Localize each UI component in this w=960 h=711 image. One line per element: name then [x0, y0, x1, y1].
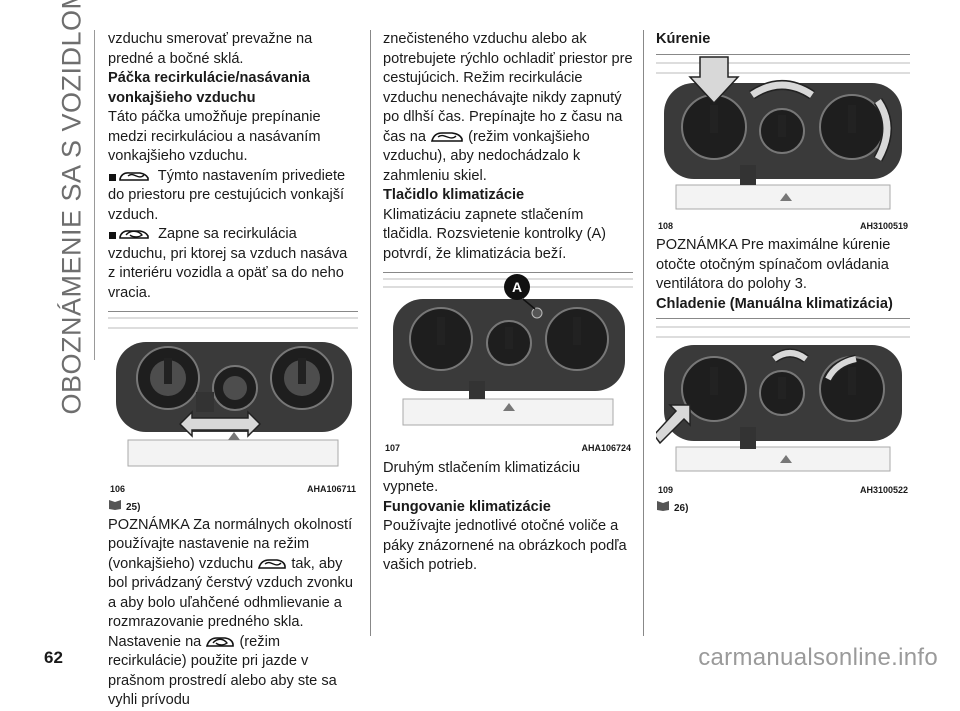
figure-number: 106	[110, 484, 126, 494]
car-outside-air-icon	[108, 169, 154, 183]
page-number: 62	[44, 648, 63, 667]
figure-code: AHA106711	[306, 484, 356, 494]
heading-ac-operation: Fungovanie klimatizácie	[383, 498, 551, 515]
column-2: znečisteného vzduchu alebo ak potrebujet…	[383, 30, 633, 576]
figure-number: 108	[658, 220, 674, 231]
climate-panel-illustration-109	[653, 326, 910, 472]
figure-107: A	[383, 272, 633, 437]
paragraph-recirculation: Zapne sa recirkulácia vzduchu, pri ktore…	[108, 226, 348, 301]
climate-panel-illustration-107: A	[383, 274, 633, 426]
heading-cooling: Chladenie (Manuálna klimatizácia)	[656, 295, 893, 312]
figure-108	[656, 53, 910, 215]
paragraph: vzduchu smerovať prevažne na predné a bo…	[108, 31, 313, 67]
note-paragraph-continued: Nastavenie na (režim recirkulácie) použi…	[108, 633, 337, 709]
chapter-title: OBOZNÁMENIE SA S VOZIDLOM	[56, 0, 87, 415]
car-outside-air-icon	[430, 130, 464, 144]
note-paragraph: POZNÁMKA Pre maximálne kúrenie otočte ot…	[656, 237, 891, 292]
column-3: Kúrenie 108 AH3100519 POZNÁMKA Pre maxim…	[653, 30, 910, 519]
book-icon	[108, 498, 122, 518]
figure-caption-108: 108 AH3100519	[656, 217, 910, 237]
recirculation-icon	[205, 636, 235, 648]
watermark: carmanualsonline.info	[698, 644, 938, 671]
paragraph: Klimatizáciu zapnete stlačením tlačidla.…	[383, 206, 607, 262]
figure-caption-109: 109 AH3100522	[656, 481, 910, 501]
paragraph-continued: znečisteného vzduchu alebo ak potrebujet…	[383, 31, 633, 184]
column-divider	[370, 30, 371, 636]
heading-ac-button: Tlačidlo klimatizácie	[383, 187, 525, 203]
sidebar-divider	[94, 30, 95, 360]
figure-code: AH3100522	[859, 485, 908, 495]
figure-caption-107: 107 AHA106724	[383, 439, 633, 459]
paragraph: Používajte jednotlivé otočné voliče a pá…	[383, 518, 627, 573]
figure-109	[653, 318, 910, 479]
heading-recirculation-lever: Páčka recirkulácie/nasávania vonkajšieho…	[108, 70, 311, 106]
paragraph: Táto páčka umožňuje prepínanie medzi rec…	[108, 109, 321, 164]
climate-panel-illustration-106	[108, 317, 358, 467]
climate-panel-illustration-108	[656, 55, 910, 209]
note-paragraph: POZNÁMKA Za normálnych okolností používa…	[108, 516, 353, 631]
figure-number: 107	[385, 443, 401, 453]
figure-number: 109	[658, 485, 674, 495]
figure-code: AHA106724	[581, 443, 631, 453]
column-divider	[643, 30, 644, 636]
chapter-sidebar: OBOZNÁMENIE SA S VOZIDLOM	[52, 0, 92, 414]
paragraph-outside-air: Týmto nastavením privediete do priestoru…	[108, 167, 346, 223]
book-icon	[656, 499, 670, 519]
paragraph: Druhým stlačením klimatizáciu vypnete.	[383, 459, 581, 496]
figure-caption-106: 106 AHA106711	[108, 480, 358, 500]
note-reference: 25)	[108, 498, 358, 518]
heading-heating: Kúrenie	[656, 31, 711, 47]
note-reference: 26)	[656, 499, 910, 519]
callout-label-a: A	[512, 279, 522, 295]
column-1: vzduchu smerovať prevažne na predné a bo…	[108, 30, 358, 711]
figure-code: AH3100519	[859, 220, 908, 231]
car-recirculation-icon	[108, 227, 154, 241]
outside-air-icon	[257, 558, 287, 570]
figure-106	[108, 311, 358, 478]
